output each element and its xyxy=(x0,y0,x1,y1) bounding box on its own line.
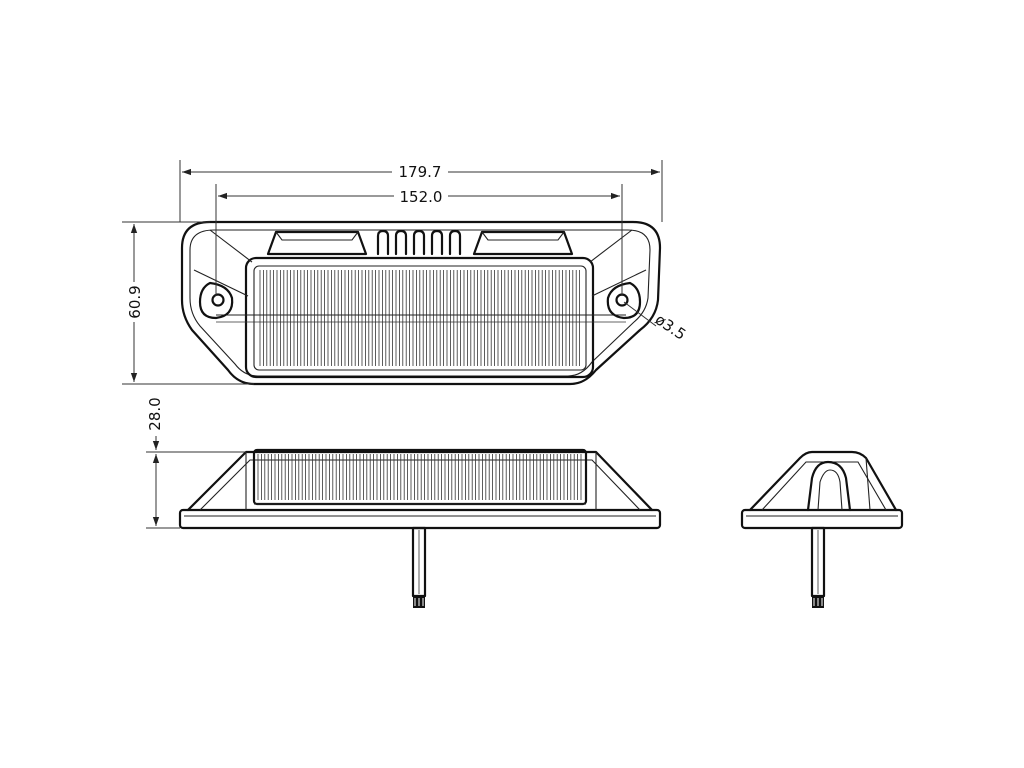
lens-frame xyxy=(244,256,595,379)
dim-hole-diameter-label: ø3.5 xyxy=(652,310,689,343)
housing-outline xyxy=(180,220,662,386)
front-view xyxy=(180,220,662,386)
chamfer-line-ml xyxy=(193,269,249,297)
vent-fin xyxy=(448,229,462,256)
dim-overall-width: 179.7 xyxy=(179,160,663,222)
vent-fin xyxy=(412,229,426,256)
vent-fin xyxy=(430,229,444,256)
base-plate xyxy=(178,508,662,530)
dim-height: 60.9 xyxy=(122,221,254,385)
mount-slot-left xyxy=(198,281,234,320)
side-view xyxy=(178,448,662,608)
vent-fin xyxy=(376,229,390,256)
side-cable xyxy=(411,526,427,608)
dim-depth-label: 28.0 xyxy=(146,397,164,430)
dim-depth: 28.0 xyxy=(146,397,246,529)
lens-inner-frame xyxy=(253,265,587,371)
chamfer-line-tr xyxy=(589,229,633,263)
top-vents xyxy=(266,229,574,256)
end-housing xyxy=(748,450,898,512)
end-base-plate xyxy=(740,508,904,530)
dim-overall-width-label: 179.7 xyxy=(399,163,442,181)
chamfer-line-mr xyxy=(591,269,647,297)
mount-slot-right xyxy=(606,281,642,320)
dim-hole-spacing-label: 152.0 xyxy=(400,188,443,206)
chamfer-line-tl xyxy=(209,229,253,263)
side-housing xyxy=(186,450,654,512)
dim-height-label: 60.9 xyxy=(126,285,144,318)
dim-hole-spacing: 152.0 xyxy=(215,184,623,296)
end-cable xyxy=(810,526,826,608)
vent-fin xyxy=(394,229,408,256)
end-cable-notch xyxy=(806,460,852,512)
side-lens xyxy=(252,448,588,506)
side-lens-ribs xyxy=(257,454,582,500)
end-view xyxy=(740,450,904,608)
lens-ribs xyxy=(259,270,580,366)
